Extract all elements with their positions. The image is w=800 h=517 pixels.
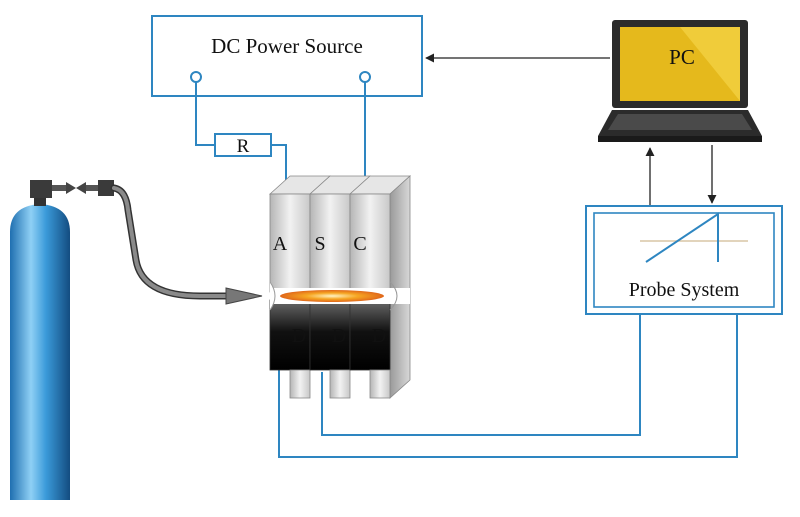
resistor-label: R — [237, 136, 250, 157]
electrode-label-d1: D — [292, 325, 306, 347]
ramp-signal-icon — [645, 212, 719, 263]
pc-label: PC — [669, 45, 695, 69]
terminal-left — [190, 71, 202, 83]
probe-system: Probe System — [585, 205, 783, 315]
probe-system-label: Probe System — [629, 279, 740, 301]
electrode-label-s: S — [314, 233, 325, 255]
nozzle-arrow — [225, 287, 263, 305]
electrode-label-c: C — [353, 233, 366, 255]
electrode-label-a: A — [273, 233, 288, 255]
plasma-discharge — [280, 290, 384, 302]
resistor: R — [214, 133, 272, 157]
dc-power-source: DC Power Source — [151, 15, 423, 97]
electrode-stack: A S C D D D — [268, 175, 412, 399]
pc-laptop: PC — [598, 20, 762, 142]
electrode-label-d3: D — [372, 325, 386, 347]
terminal-right — [359, 71, 371, 83]
electrode-label-d2: D — [332, 325, 346, 347]
gas-hose — [110, 184, 263, 305]
gas-cylinder — [10, 180, 114, 500]
power-source-label: DC Power Source — [211, 34, 363, 58]
probe-wiring — [278, 314, 738, 458]
valve-icon — [66, 182, 76, 194]
